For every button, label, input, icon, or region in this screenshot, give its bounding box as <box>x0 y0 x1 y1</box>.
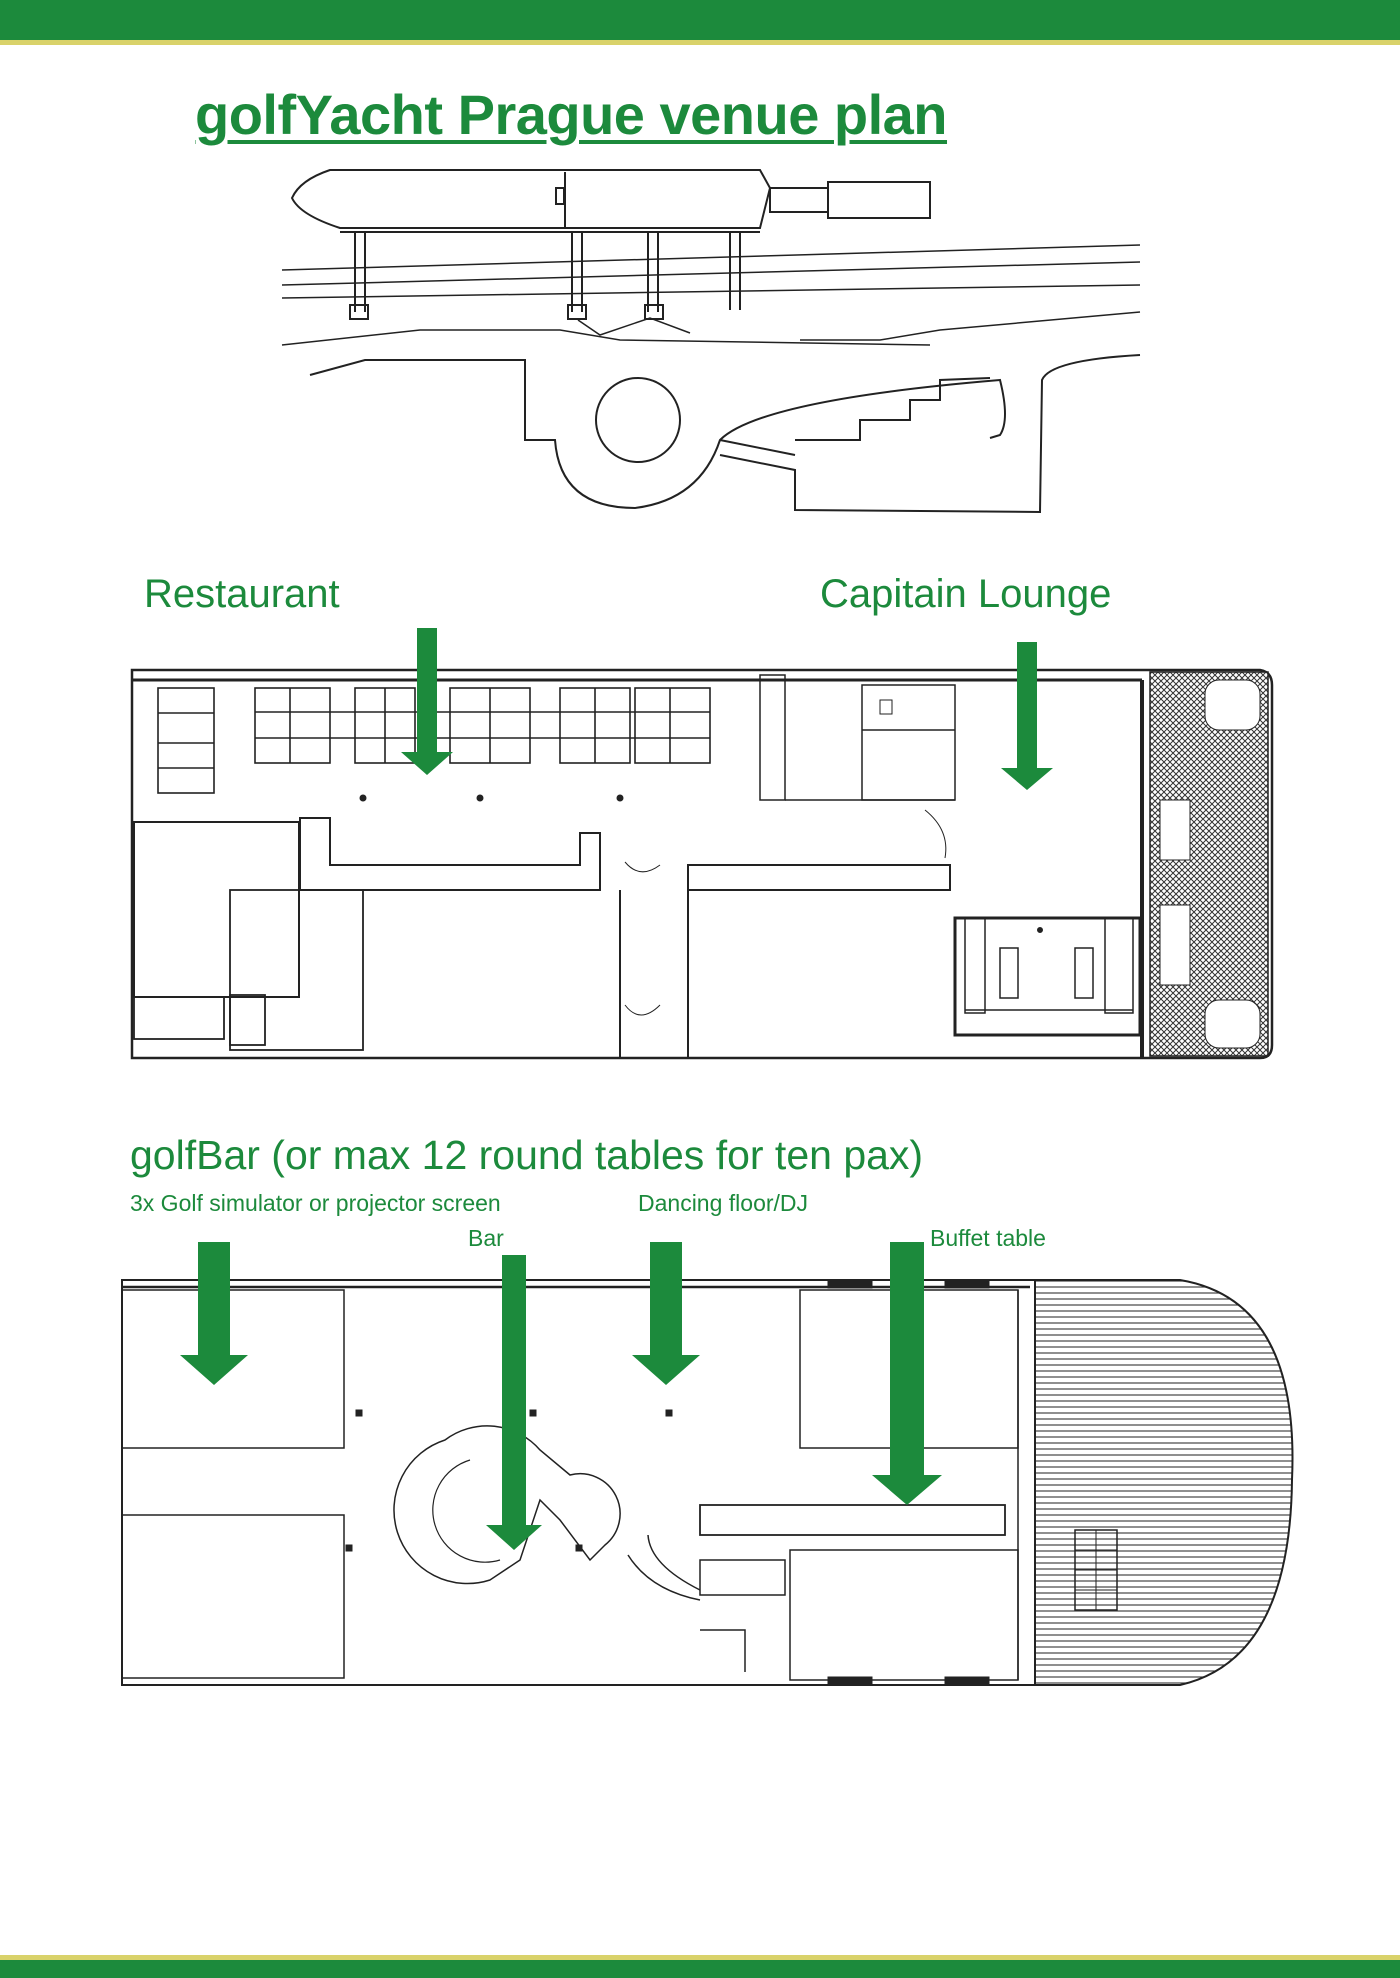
capitain-lounge-label: Capitain Lounge <box>820 572 1112 616</box>
golfbar-heading: golfBar (or max 12 round tables for ten … <box>130 1132 924 1178</box>
page-title: golfYacht Prague venue plan <box>195 83 948 146</box>
golf-simulator-arrow <box>180 1242 248 1385</box>
lower-deck-floor-plan <box>121 1279 1294 1686</box>
top-header-band <box>0 0 1400 45</box>
capitain-lounge-arrow <box>1001 642 1053 790</box>
restaurant-label: Restaurant <box>144 572 340 616</box>
bar-arrow <box>486 1255 542 1550</box>
dancing-floor-label: Dancing floor/DJ <box>638 1190 809 1216</box>
buffet-table-arrow <box>872 1242 942 1505</box>
restaurant-arrow <box>401 628 453 775</box>
buffet-table-label: Buffet table <box>930 1225 1046 1251</box>
upper-deck-floor-plan <box>130 668 1274 1060</box>
bar-label: Bar <box>468 1225 504 1251</box>
pointer-arrows <box>180 628 1053 1550</box>
yacht-side-elevation <box>281 169 1141 514</box>
golf-simulator-label: 3x Golf simulator or projector screen <box>130 1190 501 1216</box>
bottom-footer-band <box>0 1955 1400 1978</box>
dancing-floor-arrow <box>632 1242 700 1385</box>
